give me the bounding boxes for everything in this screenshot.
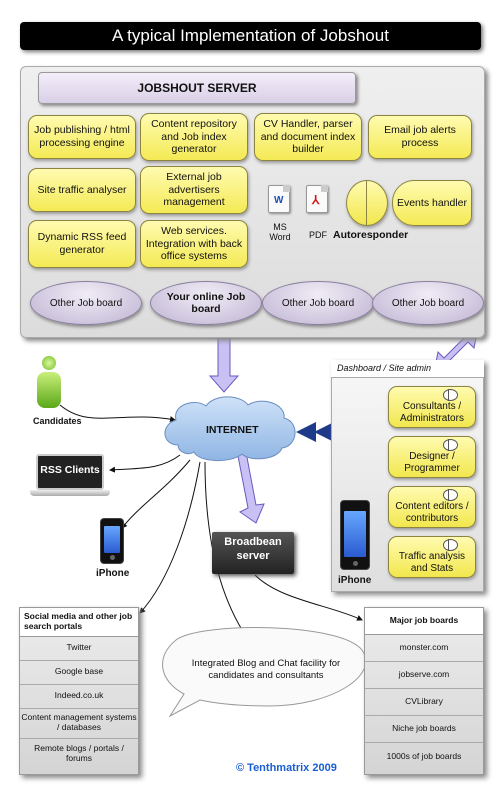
candidates-label: Candidates [33, 416, 82, 426]
list-item[interactable]: monster.com [365, 635, 483, 662]
internet-label: INTERNET [206, 424, 259, 436]
use-case-icon [443, 539, 458, 551]
module-content-repository[interactable]: Content repository and Job index generat… [140, 113, 248, 161]
social-media-title: Social media and other job search portal… [20, 608, 138, 637]
iphone-label: iPhone [96, 568, 130, 579]
rss-clients-label: RSS Clients [40, 464, 100, 476]
list-item[interactable]: jobserve.com [365, 662, 483, 689]
use-case-icon [443, 439, 458, 451]
page-title: A typical Implementation of Jobshout [20, 22, 481, 50]
blog-bubble-text: Integrated Blog and Chat facility for ca… [191, 658, 341, 681]
role-content-editors[interactable]: Content editors / contributors [388, 486, 476, 528]
pdf-label: PDF [309, 230, 327, 240]
module-rss-generator[interactable]: Dynamic RSS feed generator [28, 220, 136, 268]
list-item[interactable]: 1000s of job boards [386, 750, 462, 761]
list-item[interactable]: Remote blogs / portals / forums [34, 742, 124, 763]
dashboard-title: Dashboard / Site admin [331, 360, 484, 378]
broadbean-server-icon [212, 532, 294, 574]
rss-laptop-icon [30, 454, 110, 498]
autoresponder-label: Autoresponder [333, 229, 409, 241]
list-item[interactable]: Indeed.co.uk [20, 685, 138, 709]
events-handler[interactable]: Events handler [392, 180, 472, 226]
use-case-icon [443, 389, 458, 401]
major-job-boards-panel: Major job boards monster.com jobserve.co… [364, 607, 484, 775]
module-cv-handler[interactable]: CV Handler, parser and document index bu… [254, 113, 362, 161]
your-job-board-oval[interactable]: Your online Job board [150, 281, 262, 325]
role-designer[interactable]: Designer / Programmer [388, 436, 476, 478]
internet-cloud [164, 396, 296, 461]
candidate-person-icon [36, 356, 62, 410]
blog-bubble-shape [162, 627, 367, 718]
role-traffic-analysis[interactable]: Traffic analysis and Stats [388, 536, 476, 578]
module-external-advertisers[interactable]: External job advertisers management [140, 166, 248, 214]
pdf-doc-icon: ⅄ [306, 185, 328, 213]
module-web-services[interactable]: Web services. Integration with back offi… [140, 220, 248, 268]
module-email-alerts[interactable]: Email job alerts process [368, 115, 472, 159]
broadbean-label: Broadbean server [224, 536, 282, 562]
list-item[interactable]: Niche job boards [365, 716, 483, 743]
module-traffic-analyser[interactable]: Site traffic analyser [28, 168, 136, 212]
list-item[interactable]: Twitter [20, 637, 138, 661]
list-item[interactable]: CVLibrary [365, 689, 483, 716]
list-item[interactable]: Content management systems / databases [20, 709, 138, 739]
use-case-icon [443, 489, 458, 501]
role-consultants[interactable]: Consultants / Administrators [388, 386, 476, 428]
dashboard-iphone-icon [340, 500, 370, 570]
ms-word-doc-icon: W [268, 185, 290, 213]
major-job-boards-title: Major job boards [365, 608, 483, 635]
social-media-panel: Social media and other job search portal… [19, 607, 139, 775]
server-header: JOBSHOUT SERVER [38, 72, 356, 104]
job-board-oval[interactable]: Other Job board [262, 281, 374, 325]
iphone-icon [100, 518, 124, 564]
autoresponder-icon [346, 180, 388, 226]
ms-word-label: MS Word [269, 222, 291, 242]
module-job-publishing[interactable]: Job publishing / html processing engine [28, 115, 136, 159]
list-item[interactable]: Google base [20, 661, 138, 685]
job-board-oval[interactable]: Other Job board [372, 281, 484, 325]
copyright: © Tenthmatrix 2009 [236, 762, 337, 774]
job-board-oval[interactable]: Other Job board [30, 281, 142, 325]
dashboard-iphone-label: iPhone [338, 575, 372, 586]
